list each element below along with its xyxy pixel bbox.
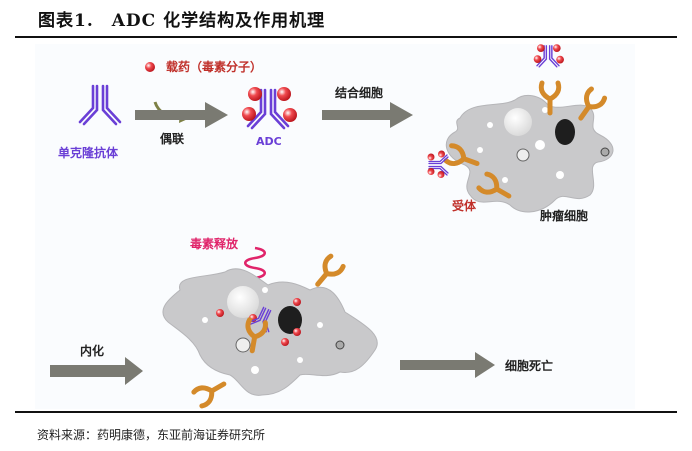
payload-label: 载药（毒素分子） — [166, 60, 263, 74]
cell-death-label: 细胞死亡 — [505, 359, 554, 373]
cell-death-arrow-icon — [400, 352, 495, 378]
tumor-cell-icon — [445, 94, 614, 213]
bound-adc-icon — [533, 44, 564, 68]
top-rule — [15, 36, 677, 38]
antibody-label: 单克隆抗体 — [58, 146, 119, 160]
dying-tumor-cell-icon — [162, 268, 378, 396]
figure-title: 图表1. ADC 化学结构及作用机理 — [38, 11, 326, 31]
receptor-label: 受体 — [452, 199, 477, 213]
tumor-cell-label: 肿瘤细胞 — [540, 209, 589, 223]
binding-arrow-icon — [322, 102, 413, 128]
toxin-release-label: 毒素释放 — [190, 237, 239, 251]
bound-adc-icon — [427, 150, 449, 178]
internalization-arrow-icon — [50, 357, 143, 385]
conjugation-arrow-icon — [135, 102, 228, 128]
source-note: 资料来源：药明康德，东亚前海证券研究所 — [37, 428, 266, 442]
binding-label: 结合细胞 — [335, 86, 384, 100]
payload-molecule-icon — [145, 62, 155, 72]
adc-label: ADC — [256, 135, 282, 148]
bottom-rule — [15, 411, 677, 413]
internalization-label: 内化 — [80, 344, 105, 358]
conjugation-label: 偶联 — [160, 132, 185, 146]
adc-icon — [242, 87, 297, 130]
